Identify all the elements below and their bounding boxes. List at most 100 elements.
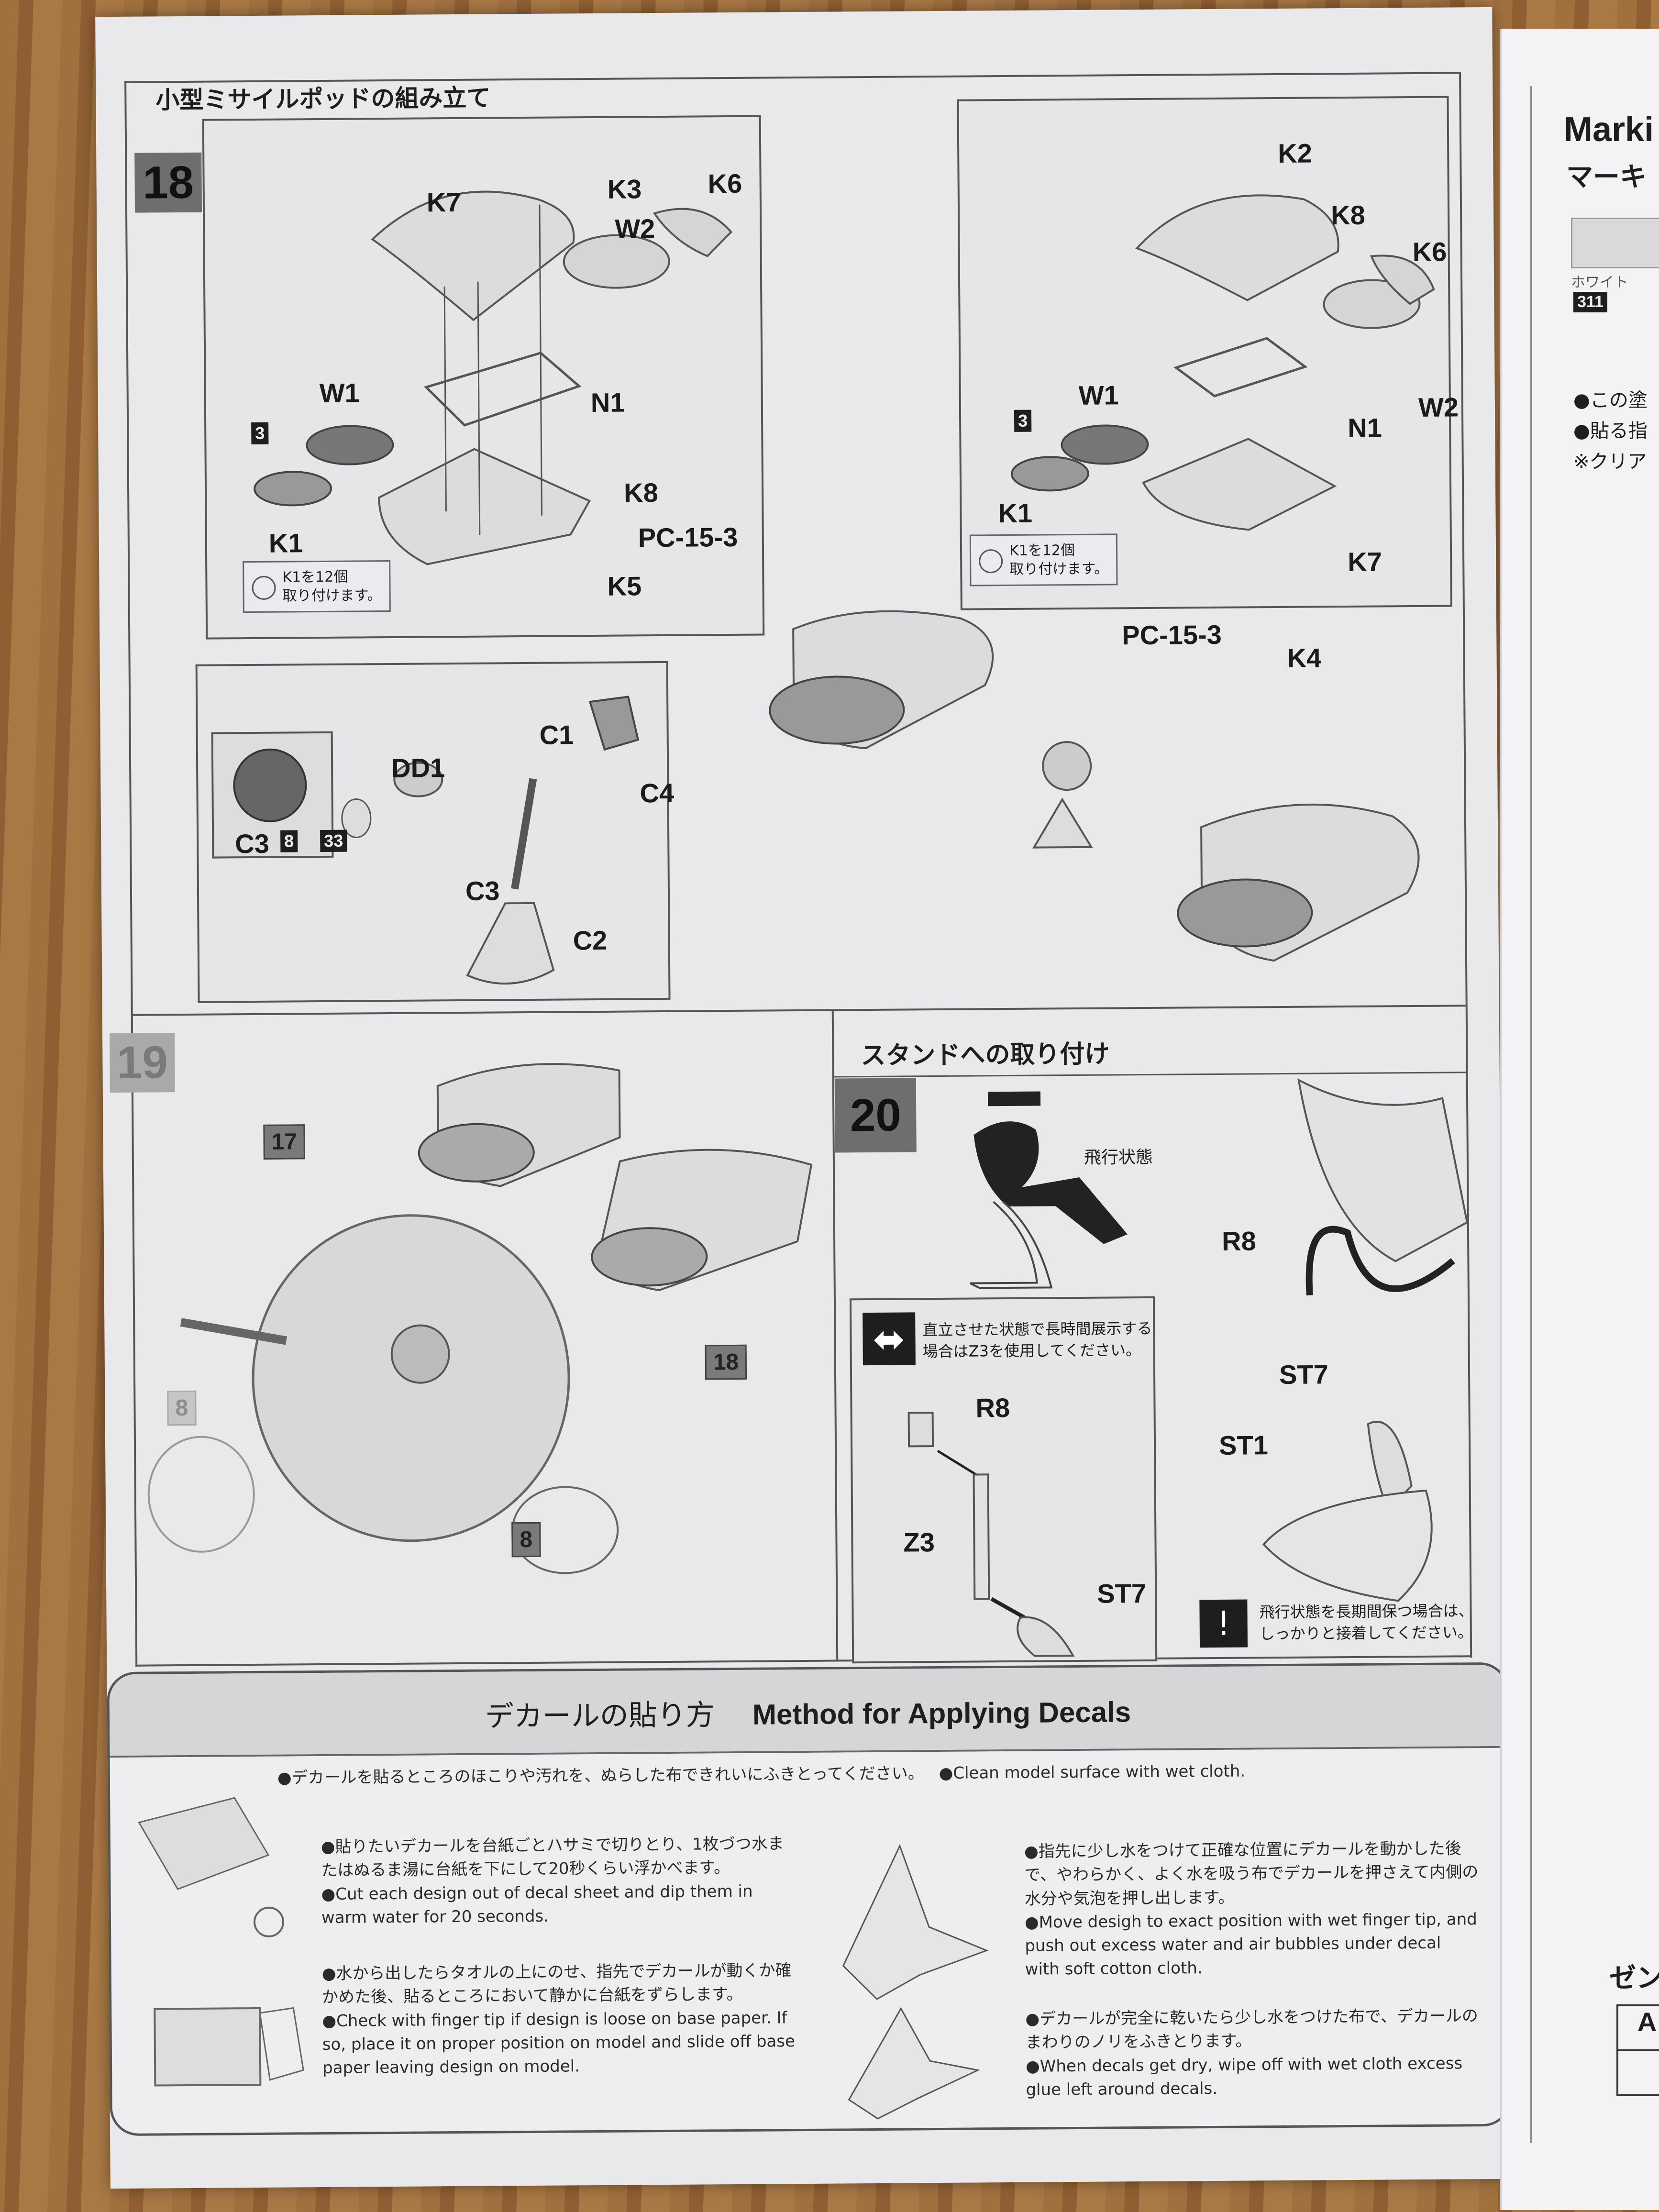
part-label: W1 [319, 377, 360, 408]
decal-instructions-panel: デカールの貼り方 Method for Applying Decals ●デカー… [107, 1662, 1512, 2136]
frame-top [124, 72, 1460, 83]
note-line: K1を12個 [1009, 542, 1075, 559]
part-label: N1 [590, 387, 625, 418]
divider-18-19 [131, 1005, 1466, 1016]
step18-left-pod-box [202, 115, 765, 640]
part-label: K6 [1412, 236, 1447, 267]
decal-step-2-jp: ●貼りたいデカールを台紙ごとハサミで切りとり、1枚づつ水またはぬるま湯に台紙を下… [321, 1834, 784, 1880]
note-line: しっかりと接着してください。 [1259, 1623, 1473, 1643]
note-line: ●貼る指 [1573, 420, 1648, 442]
decal-step-1: ●デカールを貼るところのほこりや汚れを、ぬらした布できれいにふきとってください。… [277, 1758, 1473, 1790]
robot-pod-attachment-diagram [147, 1063, 813, 1574]
step-reference-17: 17 [263, 1124, 306, 1160]
part-label: K2 [1278, 138, 1313, 168]
decal-application-jet-illustration [842, 1844, 989, 2120]
part-label: K8 [1330, 199, 1365, 231]
part-label: C4 [640, 777, 675, 808]
step20-heading-line [832, 1072, 1466, 1078]
part-label: PC-15-3 [638, 521, 738, 553]
color-code-badge: 8 [280, 830, 298, 852]
k1-quantity-note: K1を12個 取り付けます。 [969, 533, 1118, 586]
color-code-badge: 3 [1014, 409, 1032, 432]
stand-parts-subbox [195, 661, 671, 1003]
step-number-18: 18 [134, 152, 202, 213]
decal-step-5-en: ●When decals get dry, wipe off with wet … [1026, 2053, 1463, 2100]
note-line: 直立させた状態で長時間展示する [922, 1319, 1152, 1339]
missile-pod-exploded-diagram-left [254, 190, 733, 565]
marking-title-jp: マーキ [1566, 162, 1647, 193]
upright-option-icon: ⬌ [863, 1312, 916, 1366]
part-label: K1 [998, 498, 1033, 529]
step-number-20: 20 [834, 1078, 917, 1153]
decal-step-1-jp: ●デカールを貼るところのほこりや汚れを、ぬらした布できれいにふきとってください。 [277, 1764, 924, 1788]
note-line: K1を12個 [282, 568, 348, 586]
part-label: W2 [1418, 392, 1459, 422]
color-code: 311 [1573, 292, 1607, 312]
step-reference-8-faded: 8 [167, 1390, 197, 1426]
assembled-missile-pods-diagram [769, 610, 1420, 962]
color-name: ホワイト [1571, 274, 1628, 291]
part-label: ST7 [1279, 1359, 1328, 1390]
note-line: 取り付けます。 [1009, 560, 1109, 578]
instruction-page: 18 小型ミサイルポッドの組み立て K7 K3 K6 W2 W1 N1 3 K8… [95, 7, 1512, 2189]
step-reference-8: 8 [511, 1522, 541, 1558]
decal-step-2-en: ●Cut each design out of decal sheet and … [321, 1881, 753, 1927]
table-cell-a: A [1616, 2004, 1659, 2051]
part-label: K1 [268, 528, 303, 558]
decal-step-3-jp: ●水から出したらタオルの上にのせ、指先でデカールが動くか確かめた後、貼るところに… [321, 1961, 792, 2007]
frame-left [124, 81, 138, 1667]
part-label: C2 [573, 925, 608, 956]
part-label: ST7 [1097, 1578, 1147, 1609]
note-line: ※クリア [1573, 451, 1647, 473]
decal-title-jp: デカールの貼り方 [485, 1698, 715, 1734]
part-label: K3 [607, 174, 642, 204]
stand-attachment-diagram [1262, 1078, 1469, 1602]
next-page-marking-guide: Marki マーキ ホワイト 311 ●この塗 ●貼る指 ※クリア ゼン A [1500, 29, 1659, 2210]
part-label: C3 [465, 875, 500, 906]
part-label: W2 [615, 213, 655, 244]
step20-heading: スタンドへの取り付け [861, 1040, 1110, 1071]
note-line: 飛行状態を長期間保つ場合は、 [1259, 1602, 1474, 1622]
part-label: K5 [607, 571, 642, 601]
part-label: DD1 [391, 752, 445, 783]
part-label: K7 [426, 187, 461, 218]
part-label: K6 [708, 168, 742, 199]
step18-right-pod-box [957, 96, 1452, 610]
decal-step-4: ●指先に少し水をつけて正確な位置にデカールを動かした後で、やわらかく、よく水を吸… [1024, 1837, 1480, 1981]
decal-tools-illustration [138, 1797, 304, 2087]
note-line: 場合はZ3を使用してください。 [922, 1340, 1141, 1361]
part-label: N1 [1348, 412, 1382, 443]
part-label: ST1 [1218, 1430, 1269, 1460]
glue-warning-icon: ! [1199, 1599, 1248, 1648]
part-label: R8 [975, 1392, 1010, 1423]
upright-display-note: 直立させた状態で長時間展示する 場合はZ3を使用してください。 [922, 1318, 1152, 1362]
decal-step-1-en: ●Clean model surface with wet cloth. [939, 1761, 1246, 1783]
table-cell-icon [1616, 2049, 1659, 2096]
step-reference-18: 18 [705, 1344, 747, 1380]
flight-mode-label: 飛行状態 [1084, 1147, 1153, 1168]
part-label: K7 [1347, 546, 1382, 577]
decal-step-4-en: ●Move desigh to exact position with wet … [1024, 1910, 1477, 1980]
note-line: ●この塗 [1573, 389, 1648, 411]
z3-adapter-diagram [907, 1412, 1075, 1657]
part-label: K8 [623, 477, 658, 508]
decal-step-4-jp: ●指先に少し水をつけて正確な位置にデカールを動かした後で、やわらかく、よく水を吸… [1024, 1839, 1479, 1909]
decal-step-3-en: ●Check with finger tip if design is loos… [322, 2008, 796, 2078]
decal-step-3: ●水から出したらタオルの上にのせ、指先でデカールが動くか確かめた後、貼るところに… [322, 1959, 796, 2080]
decal-step-2: ●貼りたいデカールを台紙ごとハサミで切りとり、1枚づつ水またはぬるま湯に台紙を下… [321, 1832, 795, 1930]
note-line: 取り付けます。 [282, 587, 382, 605]
color-swatch-white [1571, 218, 1659, 268]
step18-heading: 小型ミサイルポッドの組み立て [155, 84, 491, 114]
part-label: C1 [539, 719, 574, 750]
k1-quantity-note: K1を12個 取り付けます。 [243, 560, 391, 613]
stand-parts-diagram [211, 696, 640, 985]
flight-mode-silhouette [969, 1091, 1128, 1289]
part-label: R8 [1221, 1226, 1256, 1256]
color-code-badge: 3 [251, 422, 269, 444]
glue-warning-note: 飛行状態を長期間保つ場合は、 しっかりと接着してください。 [1259, 1600, 1474, 1645]
decal-step-5: ●デカールが完全に乾いたら少し水をつけた布で、デカールのまわりのノリをふきとりま… [1025, 2004, 1480, 2102]
marking-notes: ●この塗 ●貼る指 ※クリア [1573, 385, 1648, 477]
missile-pod-exploded-diagram-right [1010, 194, 1435, 531]
color-code-badge: 33 [320, 830, 347, 852]
part-label: C3 [235, 828, 270, 859]
